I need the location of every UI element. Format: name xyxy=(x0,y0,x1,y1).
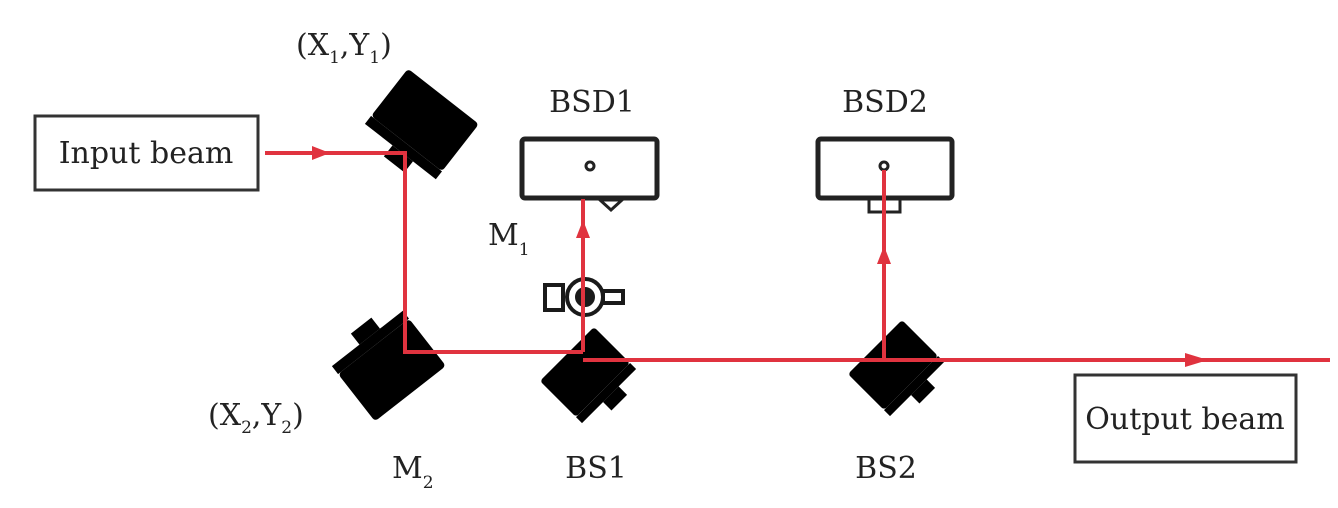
arrow-icon xyxy=(1185,353,1208,367)
bsd1-label: BSD1 xyxy=(549,85,635,120)
m1-label: M1 xyxy=(488,218,530,260)
input-beam-label: Input beam xyxy=(59,136,234,171)
beam-path xyxy=(265,146,1330,367)
output-beam-label: Output beam xyxy=(1085,402,1284,437)
bs1-label: BS1 xyxy=(565,451,627,486)
bsd2-label: BSD2 xyxy=(842,85,928,120)
m2-label: M2 xyxy=(392,451,434,493)
bs2-label: BS2 xyxy=(855,451,917,486)
output-beam-box: Output beam xyxy=(1073,373,1298,464)
bsd1-detector xyxy=(519,136,660,213)
input-beam-box: Input beam xyxy=(33,114,260,192)
mirror-m1-mount-icon xyxy=(356,68,479,191)
bs2-mount-icon xyxy=(847,319,953,425)
mirror-m2-mount-icon xyxy=(323,299,446,422)
x1-y1-label: (X1,Y1) xyxy=(296,28,392,68)
arrow-icon xyxy=(312,146,330,160)
arrow-icon xyxy=(576,220,590,238)
x2-y2-label: (X2,Y2) xyxy=(208,398,304,438)
bs1-mount-icon xyxy=(539,326,645,432)
arrow-icon xyxy=(877,246,891,264)
